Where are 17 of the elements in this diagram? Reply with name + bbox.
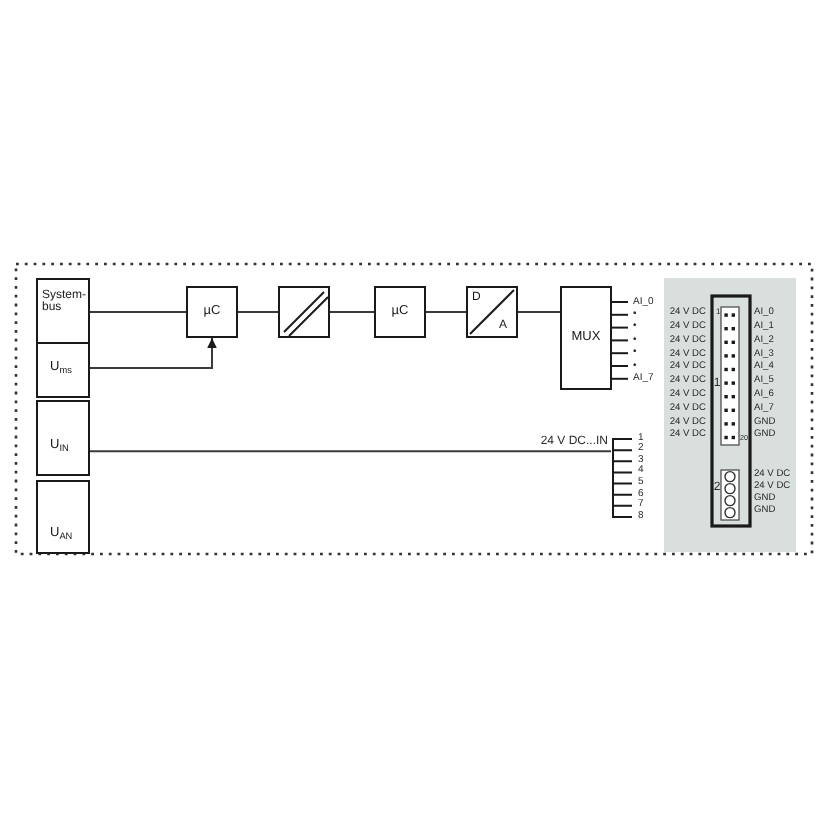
connector-line <box>425 311 467 313</box>
multiplexer-box <box>560 286 612 390</box>
supply-block <box>36 400 90 476</box>
bus-block <box>36 278 90 344</box>
supply-block <box>36 341 90 398</box>
supply-block <box>36 480 90 554</box>
connector-line <box>89 450 612 453</box>
arrow <box>89 337 217 369</box>
terminal-comb <box>611 437 631 517</box>
isolation-box <box>278 286 330 338</box>
connector-line <box>89 311 187 313</box>
connector-line <box>517 311 561 313</box>
microcontroller-box <box>186 286 238 338</box>
connector-line <box>329 311 375 313</box>
microcontroller-box <box>374 286 426 338</box>
da-converter-box <box>466 286 518 338</box>
connector-line <box>237 311 279 313</box>
